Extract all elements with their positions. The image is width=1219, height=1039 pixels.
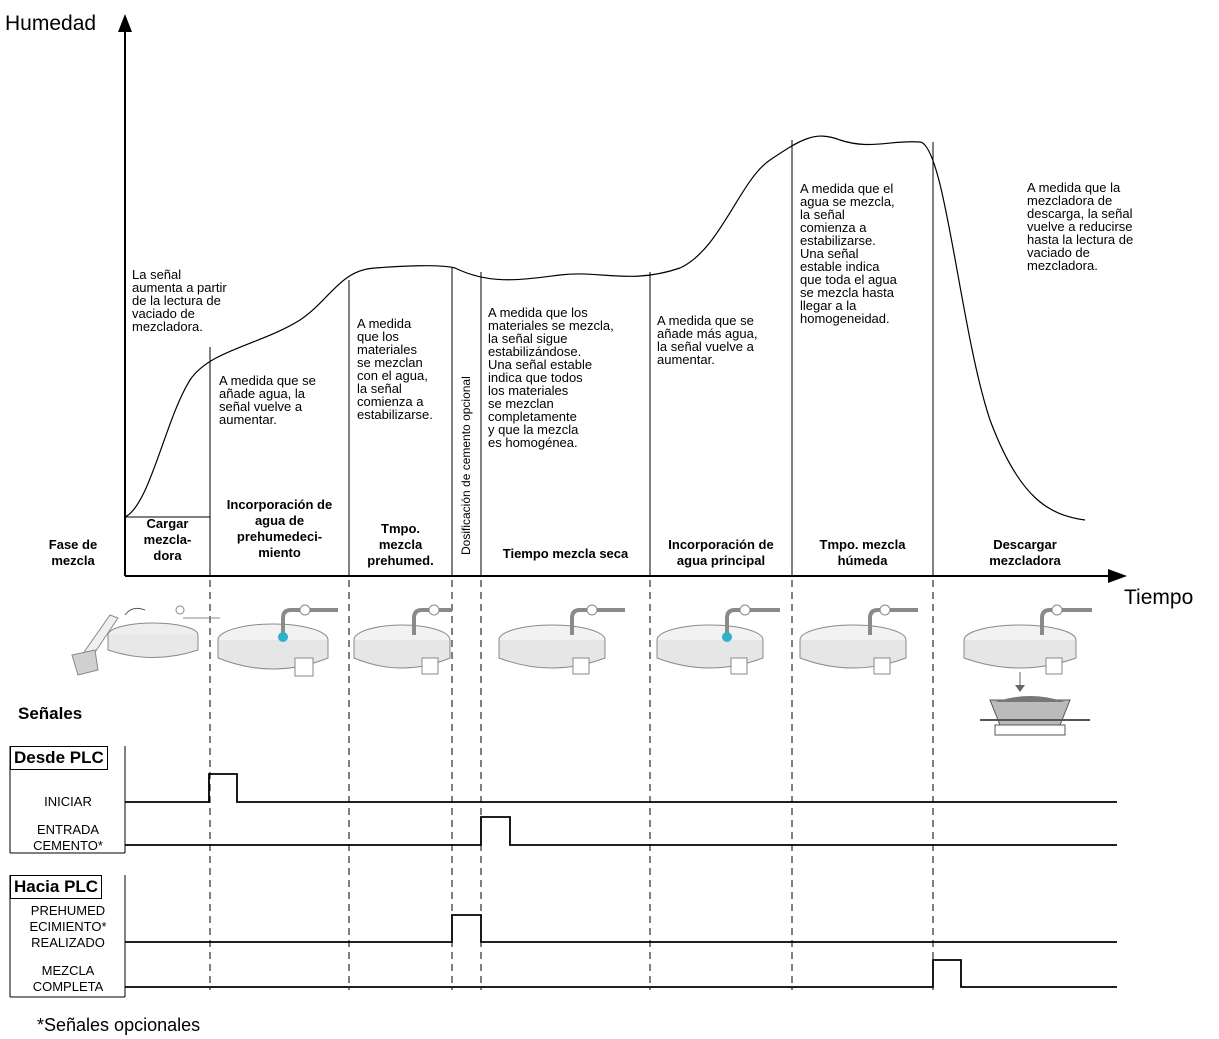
signal-label: PREHUMED ECIMIENTO* REALIZADO: [29, 903, 107, 950]
signal-entrada-cemento-trace: [125, 816, 1117, 846]
signal-label: MEZCLA COMPLETA: [32, 963, 104, 994]
y-axis-arrow-icon: [118, 14, 132, 32]
mixer-icon: [799, 604, 918, 675]
phase-description: A medida que los materiales se mezcla, l…: [488, 305, 614, 450]
from-plc-title: Desde PLC: [10, 746, 108, 770]
phase-row-label: Fase de mezcla: [48, 537, 98, 568]
phase-name-vertical: Dosificación de cemento opcional: [459, 376, 473, 555]
signal-label: INICIAR: [44, 794, 92, 809]
phase-description: A medida que el agua se mezcla, la señal…: [800, 181, 897, 326]
phase-name: Tiempo mezcla seca: [502, 546, 629, 561]
phase-name: Incorporación de agua principal: [668, 537, 774, 568]
phase-description: La señal aumenta a partir de la lectura …: [132, 267, 227, 334]
phase-name: Descargar mezcladora: [989, 537, 1061, 568]
y-axis-label: Humedad: [5, 12, 97, 35]
mixer-discharge-icon: [963, 604, 1092, 736]
mixer-water-icon: [217, 604, 338, 677]
phase-name: Tmpo. mezcla prehumed.: [367, 521, 434, 568]
x-axis-arrow-icon: [1108, 569, 1127, 583]
signal-iniciar-trace: [125, 773, 1117, 803]
to-plc-title: Hacia PLC: [10, 875, 103, 899]
mixer-icon: [353, 604, 452, 675]
phase-description: A medida que los materiales se mezclan c…: [357, 316, 433, 422]
humidity-curve: [124, 135, 1086, 521]
x-axis-label: Tiempo: [1124, 586, 1194, 609]
phase-name: Cargar mezcla- dora: [143, 516, 192, 563]
mixer-water-icon: [656, 604, 780, 675]
mixer-icon: [498, 604, 625, 675]
phase-description: A medida que la mezcladora de descarga, …: [1027, 180, 1134, 273]
signal-label: ENTRADA CEMENTO*: [33, 822, 103, 853]
signal-mezcla-completa-trace: [125, 959, 1117, 988]
phase-description: A medida que se añade agua, la señal vue…: [219, 373, 316, 427]
phase-separators: [125, 140, 934, 576]
footnote: *Señales opcionales: [37, 1015, 201, 1035]
signals-title: Señales: [18, 704, 83, 723]
mixer-loading-icon: [71, 605, 220, 676]
signal-prehumedecimiento-trace: [125, 914, 1117, 943]
phase-description: A medida que se añade más agua, la señal…: [657, 313, 758, 367]
phase-name: Tmpo. mezcla húmeda: [819, 537, 906, 568]
phase-name: Incorporación de agua de prehumedeci- mi…: [226, 497, 333, 560]
